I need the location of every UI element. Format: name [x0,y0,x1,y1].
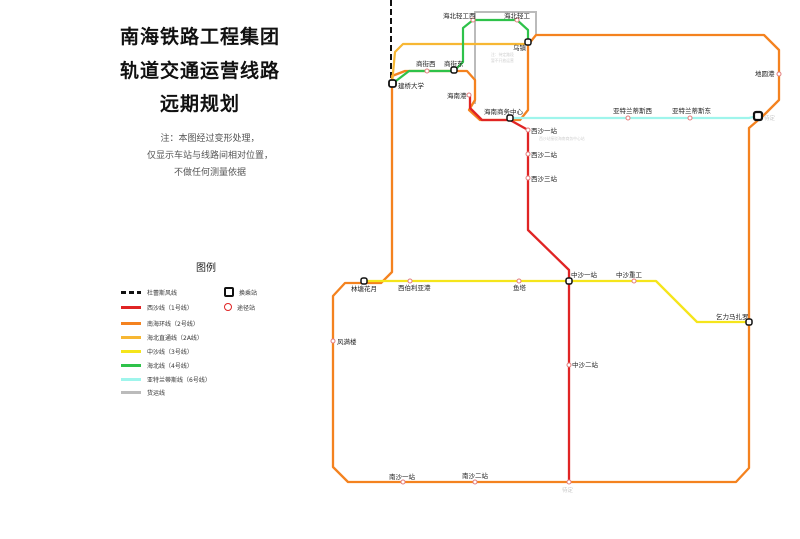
label-haibeiqinggongxi: 海北轻工西 [443,11,476,20]
interchange-wuzhen[interactable] [524,38,532,46]
legend-swatch-dashed [121,290,141,294]
legend-item-line2a: 海北直通线（2A线） [121,331,203,343]
label-hainanshangwu: 海南商务中心 [484,107,524,116]
station-xisha1[interactable] [525,127,531,133]
label-zhongshazhonggong: 中沙重工 [616,270,643,279]
station-xisha3[interactable] [525,175,531,181]
map-title-line2: 轨道交通运营线路 [119,60,280,82]
legend-swatch-amber [121,335,141,339]
label-yatelandisidong: 亚特兰蒂斯东 [672,106,712,115]
label-shangjiedong: 商街东 [444,59,464,68]
legend-item-line2: 南海环线（2号线） [121,317,199,329]
interchange-shangjiedong[interactable] [450,66,458,74]
label-qili: 乞力马扎罗 [716,312,749,321]
label-nansha1: 南沙一站 [389,472,416,481]
legend-item-line3: 中沙线（3号线） [121,345,193,357]
label-zhongsha1: 中沙一站 [571,270,598,279]
station-haibeiqinggong[interactable] [514,17,520,23]
line6 [510,114,759,120]
station-dipinggang[interactable] [776,71,782,77]
legend-label: 亚特兰蒂斯线（6号线） [147,376,211,384]
legend-item-line6: 亚特兰蒂斯线（6号线） [121,373,211,385]
label-nansha2: 南沙二站 [462,471,489,480]
label-waiting-right: 待定 [764,114,776,122]
label-hainangang: 海南港 [447,91,467,100]
legend-label: 海北直通线（2A线） [147,334,203,342]
label-xisha1: 西沙一站 [531,126,558,135]
label-fengmanlou: 风满楼 [337,337,357,346]
legend-label: 南海环线（2号线） [147,320,199,328]
label-zhongsha2: 中沙二站 [572,360,599,369]
note-line1: 注：本图经过变形处理， [160,134,260,144]
label-wuzhen: 乌镇 [513,43,527,52]
label-xisha2: 西沙二站 [531,150,558,159]
faint-note-c: 西沙站接驳海南商务中心站 [539,136,585,141]
label-yatelandisixi: 亚特兰蒂斯西 [613,106,653,115]
legend-label: 西沙线（1号线） [147,304,193,312]
label-xisha3: 西沙三站 [531,174,558,183]
station-yuta[interactable] [516,278,522,284]
legend-swatch-cyan [121,377,141,381]
interchange-lintang[interactable] [360,277,368,285]
label-yuta: 鱼塔 [513,283,527,292]
line2a [390,42,528,85]
label-xiboli: 西伯利亚港 [398,283,431,292]
faint-note-b: 暂不开放运营 [491,58,514,63]
map-title-line3: 远期规划 [159,93,240,115]
station-haibeiqinggongxi[interactable] [470,17,476,23]
station-nansha1[interactable] [400,479,406,485]
label-lintang: 林塘花月 [351,284,377,293]
interchange-qili[interactable] [745,318,753,326]
station-xisha2[interactable] [525,151,531,157]
legend-swatch-grey [121,390,141,394]
legend-label: 中沙线（3号线） [147,348,193,356]
note-line2: 仅显示车站与线路间相对位置， [146,151,273,161]
label-shangjiexi: 商街西 [416,59,436,68]
legend-item-freight-dashed: 杜蕾斯风线 [121,286,177,298]
station-xiboli[interactable] [407,278,413,284]
faint-note-a: 注：待定路段 [491,52,514,57]
legend-item-freight: 货运线 [121,386,165,398]
map-title-line1: 南海铁路工程集团 [119,26,280,48]
legend-item-line1: 西沙线（1号线） [121,301,193,313]
label-haibeiqinggong: 海北轻工 [504,11,531,20]
legend-label: 换乘站 [239,289,258,297]
station-yatelandisidong[interactable] [687,115,693,121]
legend-item-line4: 海北线（4号线） [121,359,193,371]
station-zhongsha2[interactable] [566,362,572,368]
legend-title: 图例 [196,263,216,274]
interchange-zhongsha1[interactable] [565,277,573,285]
station-fengmanlou[interactable] [330,338,336,344]
freight-line [474,11,537,104]
station-bottom[interactable] [566,479,572,485]
legend-label: 途径站 [237,304,256,312]
interchange-hainanshangwu[interactable] [506,114,514,122]
legend-swatch-red [121,305,141,309]
station-yatelandisixi[interactable] [625,115,631,121]
line3 [364,279,748,324]
legend-swatch-orange [121,321,141,325]
interchange-jianqiao[interactable] [388,79,397,88]
line4 [391,18,530,85]
interchange-right[interactable] [752,110,764,122]
note-line3: 不做任何测量依据 [173,168,246,178]
station-symbol-icon [224,303,232,311]
legend-item-interchange: 换乘站 [224,286,257,298]
legend-label: 海北线（4号线） [147,362,193,370]
label-jianqiao: 建桥大学 [398,81,425,90]
interchange-symbol-icon [224,287,234,297]
legend-swatch-yellow [121,349,141,353]
station-shangjiexi[interactable] [424,68,430,74]
label-waiting-bottom: 待定 [562,486,574,494]
legend-label: 杜蕾斯风线 [147,289,178,297]
legend-item-station: 途径站 [224,301,255,313]
station-nansha2[interactable] [472,479,478,485]
line1 [468,95,571,482]
station-zhongshazhonggong[interactable] [631,278,637,284]
legend-label: 货运线 [147,389,166,397]
label-dipinggang: 地圆港 [755,69,775,78]
station-hainangang[interactable] [466,92,472,98]
legend-swatch-green [121,363,141,367]
